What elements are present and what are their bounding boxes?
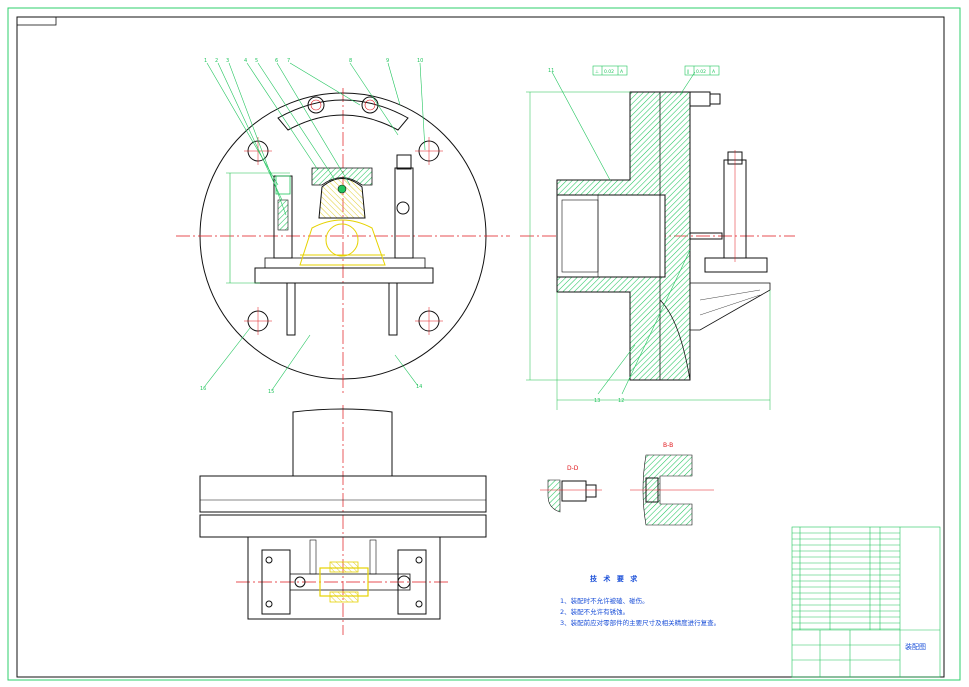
tech-requirement-2: 2、装配不允许有锈蚀。 <box>560 608 630 616</box>
part-balloon: 3 <box>226 58 229 64</box>
bolt-hole-br <box>415 307 443 335</box>
svg-text:B-B: B-B <box>663 442 673 449</box>
arc-slot <box>277 99 409 131</box>
part-balloon: 7 <box>287 58 290 64</box>
part-balloon: 13 <box>594 398 600 404</box>
top-view <box>199 405 487 635</box>
top-plate <box>199 475 487 513</box>
section-d-d: D-D <box>540 465 602 513</box>
side-section-view: 11 13 12 ⊥ 0.02 A ∥ 0.02 A <box>520 65 795 410</box>
outer-frame <box>7 7 961 681</box>
bolt-hole-bl <box>244 307 272 335</box>
inner-frame <box>16 16 945 678</box>
part-balloon: 11 <box>548 68 554 74</box>
workpiece-outline <box>299 219 386 266</box>
drawing-number-box <box>16 16 57 26</box>
part-balloon: 15 <box>268 389 274 395</box>
tech-requirement-3: 3、装配前应对零部件的主要尺寸及相关精度进行复查。 <box>560 619 721 627</box>
svg-text:0.02: 0.02 <box>696 69 706 75</box>
fixture-body-top <box>247 536 441 620</box>
part-balloon: 4 <box>244 58 247 64</box>
part-balloon: 12 <box>618 398 624 404</box>
part-balloon: 8 <box>349 58 352 64</box>
svg-text:0.02: 0.02 <box>604 69 614 75</box>
bolt-hole-tr <box>415 137 443 165</box>
title-block <box>791 526 941 678</box>
workpiece-section <box>318 178 366 219</box>
part-balloon: 16 <box>200 386 206 392</box>
svg-text:A: A <box>712 69 716 75</box>
svg-text:∥: ∥ <box>687 69 689 75</box>
part-balloon: 2 <box>215 58 218 64</box>
tech-requirement-1: 1、装配时不允许被磕、碰伤。 <box>560 597 649 605</box>
svg-text:⊥: ⊥ <box>595 69 599 75</box>
svg-text:D-D: D-D <box>567 465 579 472</box>
part-balloon: 10 <box>417 58 423 64</box>
part-balloon: 6 <box>275 58 278 64</box>
part-balloon: 14 <box>416 384 422 390</box>
tolerance-frame-2: ∥ 0.02 A <box>684 65 720 76</box>
part-balloon: 1 <box>204 58 207 64</box>
drawing-name: 装配图 <box>905 643 926 651</box>
part-balloon: 5 <box>255 58 258 64</box>
front-view: 1 2 3 4 5 6 7 8 9 10 16 15 14 <box>176 58 510 395</box>
tolerance-frame-1: ⊥ 0.02 A <box>592 65 628 76</box>
v-block <box>311 167 373 186</box>
svg-text:A: A <box>620 69 624 75</box>
leaders-front <box>204 62 426 391</box>
tech-requirements-title: 技 术 要 求 <box>590 575 640 583</box>
fixture-base <box>254 267 434 284</box>
part-balloon: 9 <box>386 58 389 64</box>
section-b-b: B-B <box>630 442 714 526</box>
